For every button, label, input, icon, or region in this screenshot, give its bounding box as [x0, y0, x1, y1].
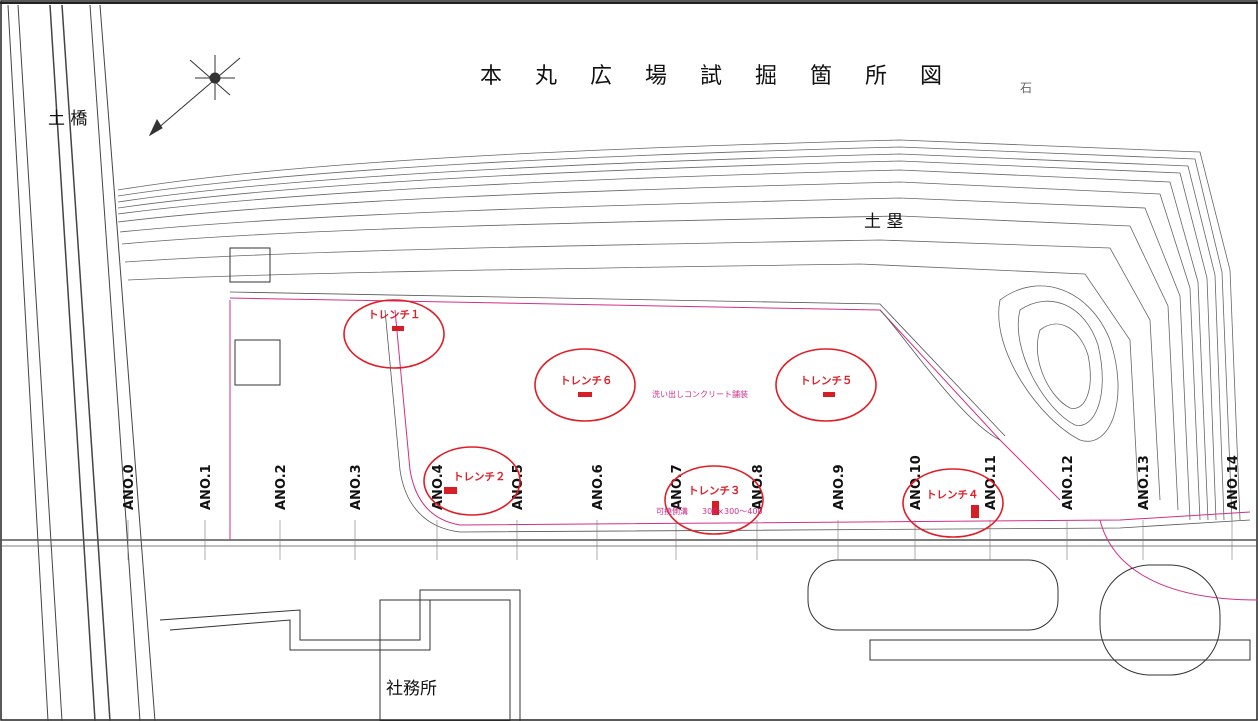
trench-2-block [444, 487, 457, 494]
ano-label-3: ANO.3 [349, 464, 364, 510]
ano-label-4: ANO.4 [431, 464, 446, 510]
trench-4-label: トレンチ４ [926, 489, 979, 501]
ano-label-10: ANO.10 [909, 455, 924, 510]
ano-label-0: ANO.0 [122, 464, 137, 510]
trench-circles [343, 299, 1004, 538]
ano-label-13: ANO.13 [1137, 455, 1152, 510]
ano-label-11: ANO.11 [984, 455, 999, 510]
dorui-label: 土 塁 [864, 212, 903, 232]
path-lines [0, 291, 1258, 601]
bridge-road [7, 4, 156, 721]
trench-5-circle[interactable] [775, 348, 877, 422]
shamusho-label: 社務所 [386, 679, 437, 699]
trench-4-circle[interactable] [902, 468, 1004, 538]
ano-label-14: ANO.14 [1226, 455, 1241, 510]
trench-blocks [392, 326, 979, 518]
trench-1-block [392, 326, 404, 331]
ano-label-7: ANO.7 [670, 464, 685, 510]
drain-note: 可撓側溝 [656, 506, 688, 516]
trench-3-block [712, 501, 719, 515]
ano-label-12: ANO.12 [1061, 455, 1076, 510]
ano-label-8: ANO.8 [751, 464, 766, 510]
drain-size-note: 300×300～400 [702, 507, 763, 516]
stone-label: 石 [1020, 81, 1032, 95]
trench-6-circle[interactable] [534, 348, 636, 422]
trench-2-label: トレンチ２ [453, 471, 506, 483]
ano-label-9: ANO.9 [832, 464, 847, 510]
trench-2-circle[interactable] [423, 446, 521, 516]
trench-6-block [578, 392, 592, 397]
map-title: 本 丸 広 場 試 掘 箇 所 図 [480, 64, 955, 89]
ano-label-6: ANO.6 [591, 464, 606, 510]
north-arrow-icon [148, 55, 241, 137]
concrete-note: 洗い出しコンクリート舗装 [652, 389, 748, 399]
trench-5-label: トレンチ５ [800, 375, 853, 387]
dobashi-label: 土 橋 [48, 109, 87, 129]
ano-label-2: ANO.2 [274, 464, 289, 510]
trench-6-label: トレンチ６ [560, 375, 613, 387]
trench-5-block [823, 392, 835, 397]
trench-3-label: トレンチ３ [688, 485, 741, 497]
building-area [159, 247, 1251, 721]
earthwork-contours [117, 139, 1241, 521]
trench-1-circle[interactable] [343, 299, 445, 369]
trench-3-circle[interactable] [664, 465, 764, 535]
trench-4-block [971, 505, 979, 518]
trench-1-label: トレンチ１ [368, 309, 421, 321]
ano-label-1: ANO.1 [199, 464, 214, 510]
